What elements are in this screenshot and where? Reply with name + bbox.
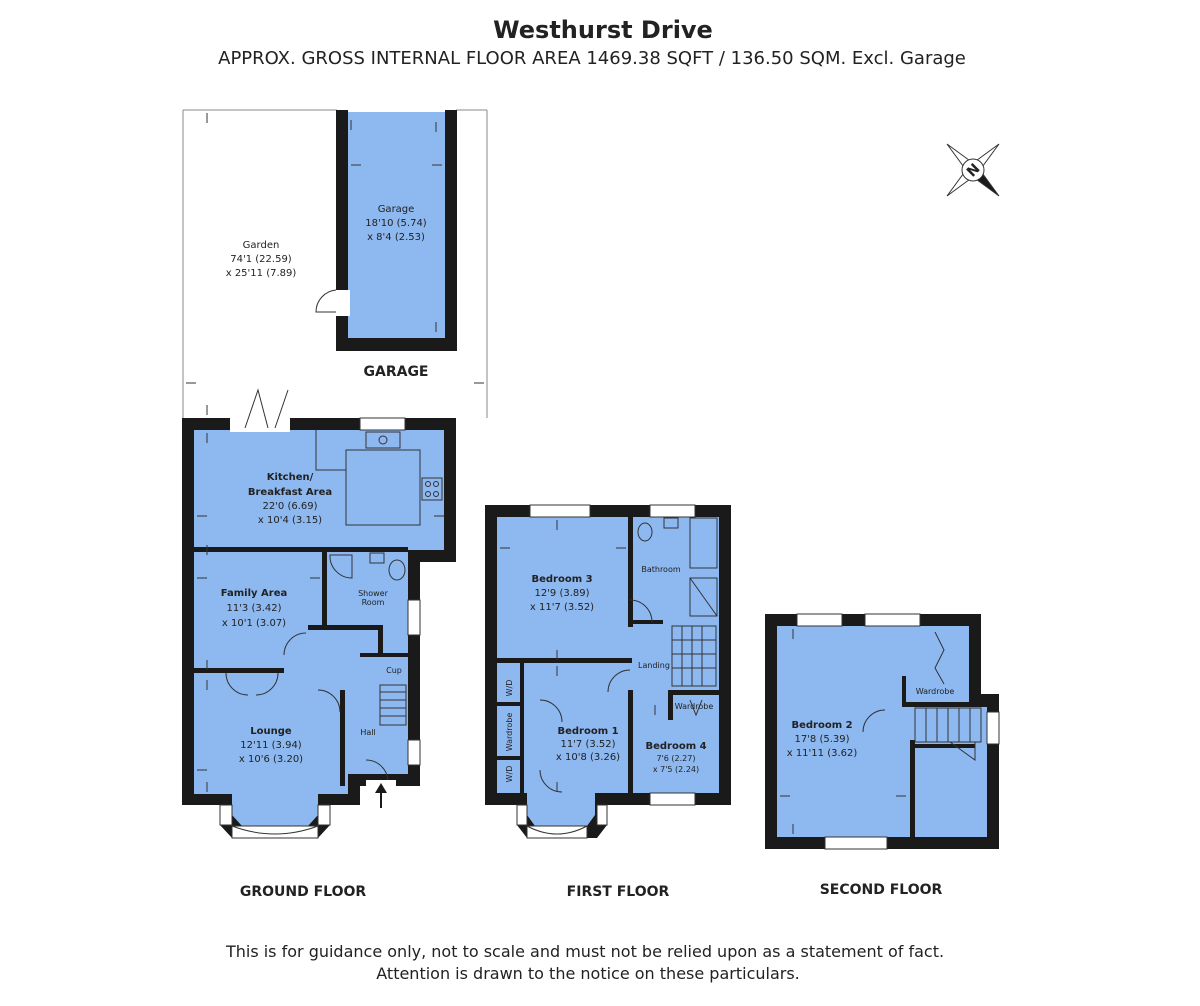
ground-floor-plan	[182, 388, 456, 839]
bedroom2-label: Bedroom 2	[791, 720, 852, 731]
lounge-dim1: 12'11 (3.94)	[240, 740, 302, 751]
garden-label: Garden	[243, 240, 280, 251]
garage-floor-label: GARAGE	[364, 364, 429, 380]
kitchen-label-2: Breakfast Area	[248, 487, 332, 498]
page-title: Westhurst Drive	[493, 16, 713, 44]
page-subtitle: APPROX. GROSS INTERNAL FLOOR AREA 1469.3…	[218, 48, 966, 69]
lounge-label: Lounge	[250, 726, 292, 737]
bathroom-label: Bathroom	[641, 565, 681, 574]
wardrobe-label-3: Wardrobe	[916, 687, 955, 696]
bedroom1-dim1: 11'7 (3.52)	[560, 739, 615, 750]
kitchen-dim2: x 10'4 (3.15)	[258, 515, 322, 526]
garage-dim1: 18'10 (5.74)	[365, 218, 427, 229]
garage-room	[315, 108, 457, 351]
wardrobe-label-2: Wardrobe	[675, 702, 714, 711]
disclaimer-line-2: Attention is drawn to the notice on thes…	[376, 964, 800, 983]
garden-dim2: x 25'11 (7.89)	[226, 268, 297, 279]
bedroom3-dim1: 12'9 (3.89)	[534, 588, 589, 599]
cup-label: Cup	[386, 666, 402, 675]
bedroom1-dim2: x 10'8 (3.26)	[556, 752, 620, 763]
hall-label: Hall	[360, 728, 375, 737]
second-floor-label: SECOND FLOOR	[820, 882, 943, 898]
shower-room-label-1: Shower	[358, 589, 389, 598]
disclaimer-line-1: This is for guidance only, not to scale …	[225, 942, 944, 961]
first-floor-plan	[485, 504, 731, 839]
garden-dim1: 74'1 (22.59)	[230, 254, 292, 265]
landing-label: Landing	[638, 661, 670, 670]
garage-dim2: x 8'4 (2.53)	[367, 232, 425, 243]
lounge-dim2: x 10'6 (3.20)	[239, 754, 303, 765]
wardrobe-label-1: Wardrobe	[505, 713, 514, 752]
family-area-dim1: 11'3 (3.42)	[226, 603, 281, 614]
bedroom2-dim1: 17'8 (5.39)	[794, 734, 849, 745]
garden-outline	[182, 109, 488, 418]
kitchen-dim1: 22'0 (6.69)	[262, 501, 317, 512]
first-floor-label: FIRST FLOOR	[567, 884, 670, 900]
compass-icon: N	[946, 143, 1000, 197]
bedroom2-dim2: x 11'11 (3.62)	[787, 748, 858, 759]
wd-label-2: W/D	[505, 766, 514, 783]
ground-floor-label: GROUND FLOOR	[240, 884, 367, 900]
bedroom4-label: Bedroom 4	[645, 741, 706, 752]
bedroom3-label: Bedroom 3	[531, 574, 592, 585]
shower-room-label-2: Room	[362, 598, 385, 607]
second-floor-plan	[765, 613, 1000, 850]
bedroom4-dim2: x 7'5 (2.24)	[653, 765, 699, 774]
wd-label-1: W/D	[505, 680, 514, 697]
kitchen-label-1: Kitchen/	[267, 472, 314, 483]
bedroom4-dim1: 7'6 (2.27)	[657, 754, 696, 763]
family-area-label: Family Area	[221, 588, 287, 599]
bedroom1-label: Bedroom 1	[557, 726, 618, 737]
family-area-dim2: x 10'1 (3.07)	[222, 618, 286, 629]
bedroom3-dim2: x 11'7 (3.52)	[530, 602, 594, 613]
garage-label: Garage	[378, 204, 415, 215]
